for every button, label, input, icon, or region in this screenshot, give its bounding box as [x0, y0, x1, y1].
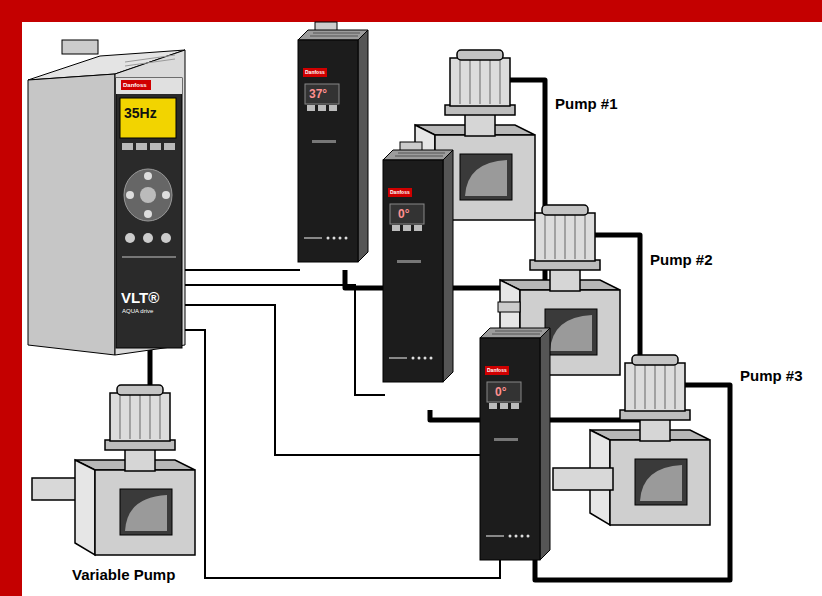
mounting-ear [498, 302, 520, 312]
pump-figure [75, 385, 195, 555]
logo-plate [303, 68, 327, 77]
drive-display [390, 204, 424, 224]
logo-text: Danfoss [390, 190, 410, 195]
display-reading: 0° [495, 386, 506, 398]
pump-label: Pump #1 [555, 96, 618, 111]
display-reading: 37° [309, 88, 327, 100]
power-cable [150, 80, 730, 580]
frame-band [0, 0, 822, 22]
logo-text: Danfoss [305, 70, 325, 75]
brand-mark: VLT® [121, 290, 159, 305]
pipe [553, 468, 613, 490]
drive-figure [298, 30, 368, 262]
logo-text: Danfoss [123, 82, 147, 88]
logo-text: Danfoss [487, 368, 507, 373]
drive-figure [480, 328, 550, 560]
pump-label: Variable Pump [72, 567, 175, 582]
pump-label: Pump #3 [740, 368, 803, 383]
drive-figure [383, 150, 453, 382]
logo-plate [485, 366, 509, 375]
logo-plate [388, 188, 412, 197]
drive-display [305, 84, 339, 104]
pump-label: Pump #2 [650, 252, 713, 267]
drive-display [487, 382, 521, 402]
master-drive [28, 40, 185, 355]
display-reading: 0° [398, 208, 409, 220]
frame-band [0, 0, 22, 596]
product-name: AQUA drive [122, 308, 153, 314]
display-reading: 35Hz [124, 106, 157, 120]
pump-figure [590, 355, 710, 525]
